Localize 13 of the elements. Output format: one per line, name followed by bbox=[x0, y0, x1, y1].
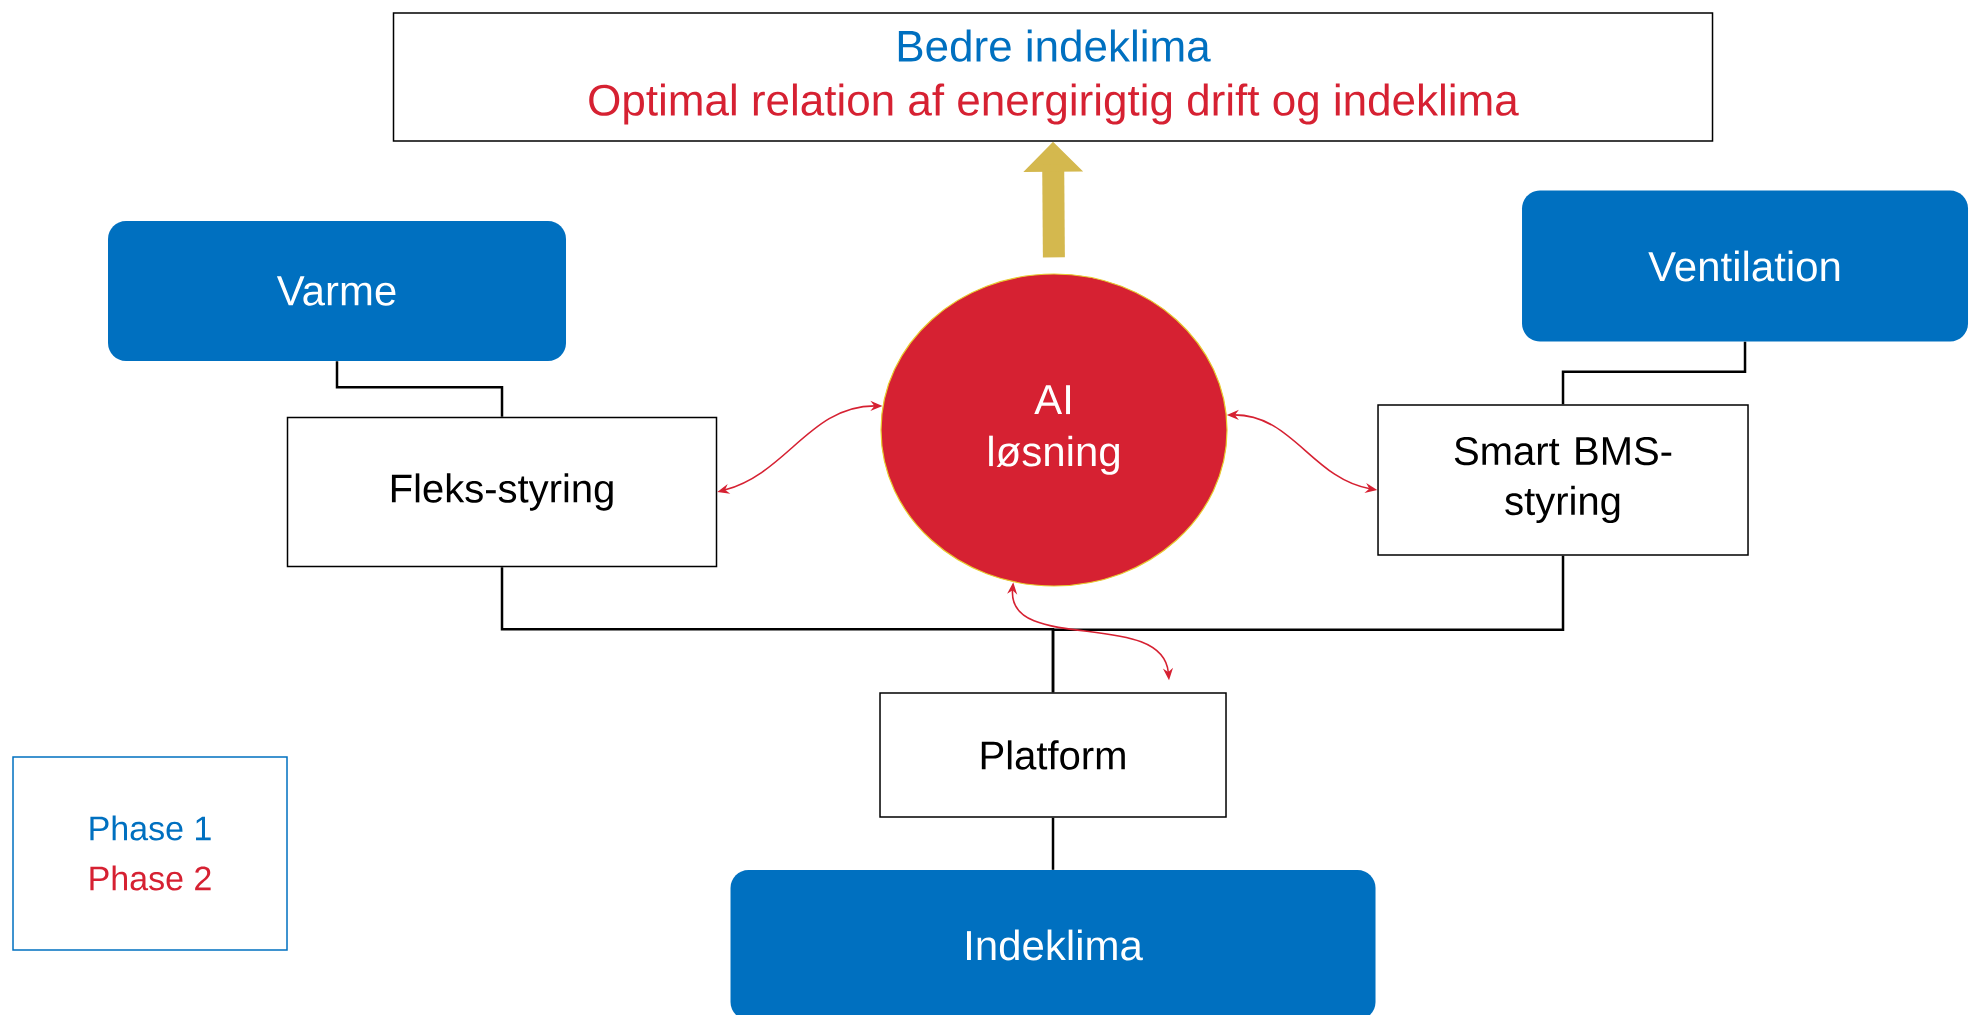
category-box: Varme bbox=[108, 221, 566, 361]
connector-line bbox=[335, 361, 504, 417]
legend-entry: Phase 1 bbox=[90, 815, 211, 841]
connector-line bbox=[1561, 341, 1747, 405]
process-box: Platform bbox=[879, 692, 1227, 818]
connector-line bbox=[1051, 555, 1565, 693]
process-box: Fleks-styring bbox=[286, 416, 718, 568]
category-box: Indeklima bbox=[730, 870, 1376, 1015]
process-box: Smart BMS-styring bbox=[1377, 404, 1749, 556]
legend-entry: Phase 2 bbox=[90, 865, 211, 891]
connector-line bbox=[1051, 817, 1055, 870]
outcome-box: Bedre indeklima Optimal relation af energirigtig drift og indeklima bbox=[392, 12, 1714, 142]
category-box: Ventilation bbox=[1522, 190, 1968, 342]
